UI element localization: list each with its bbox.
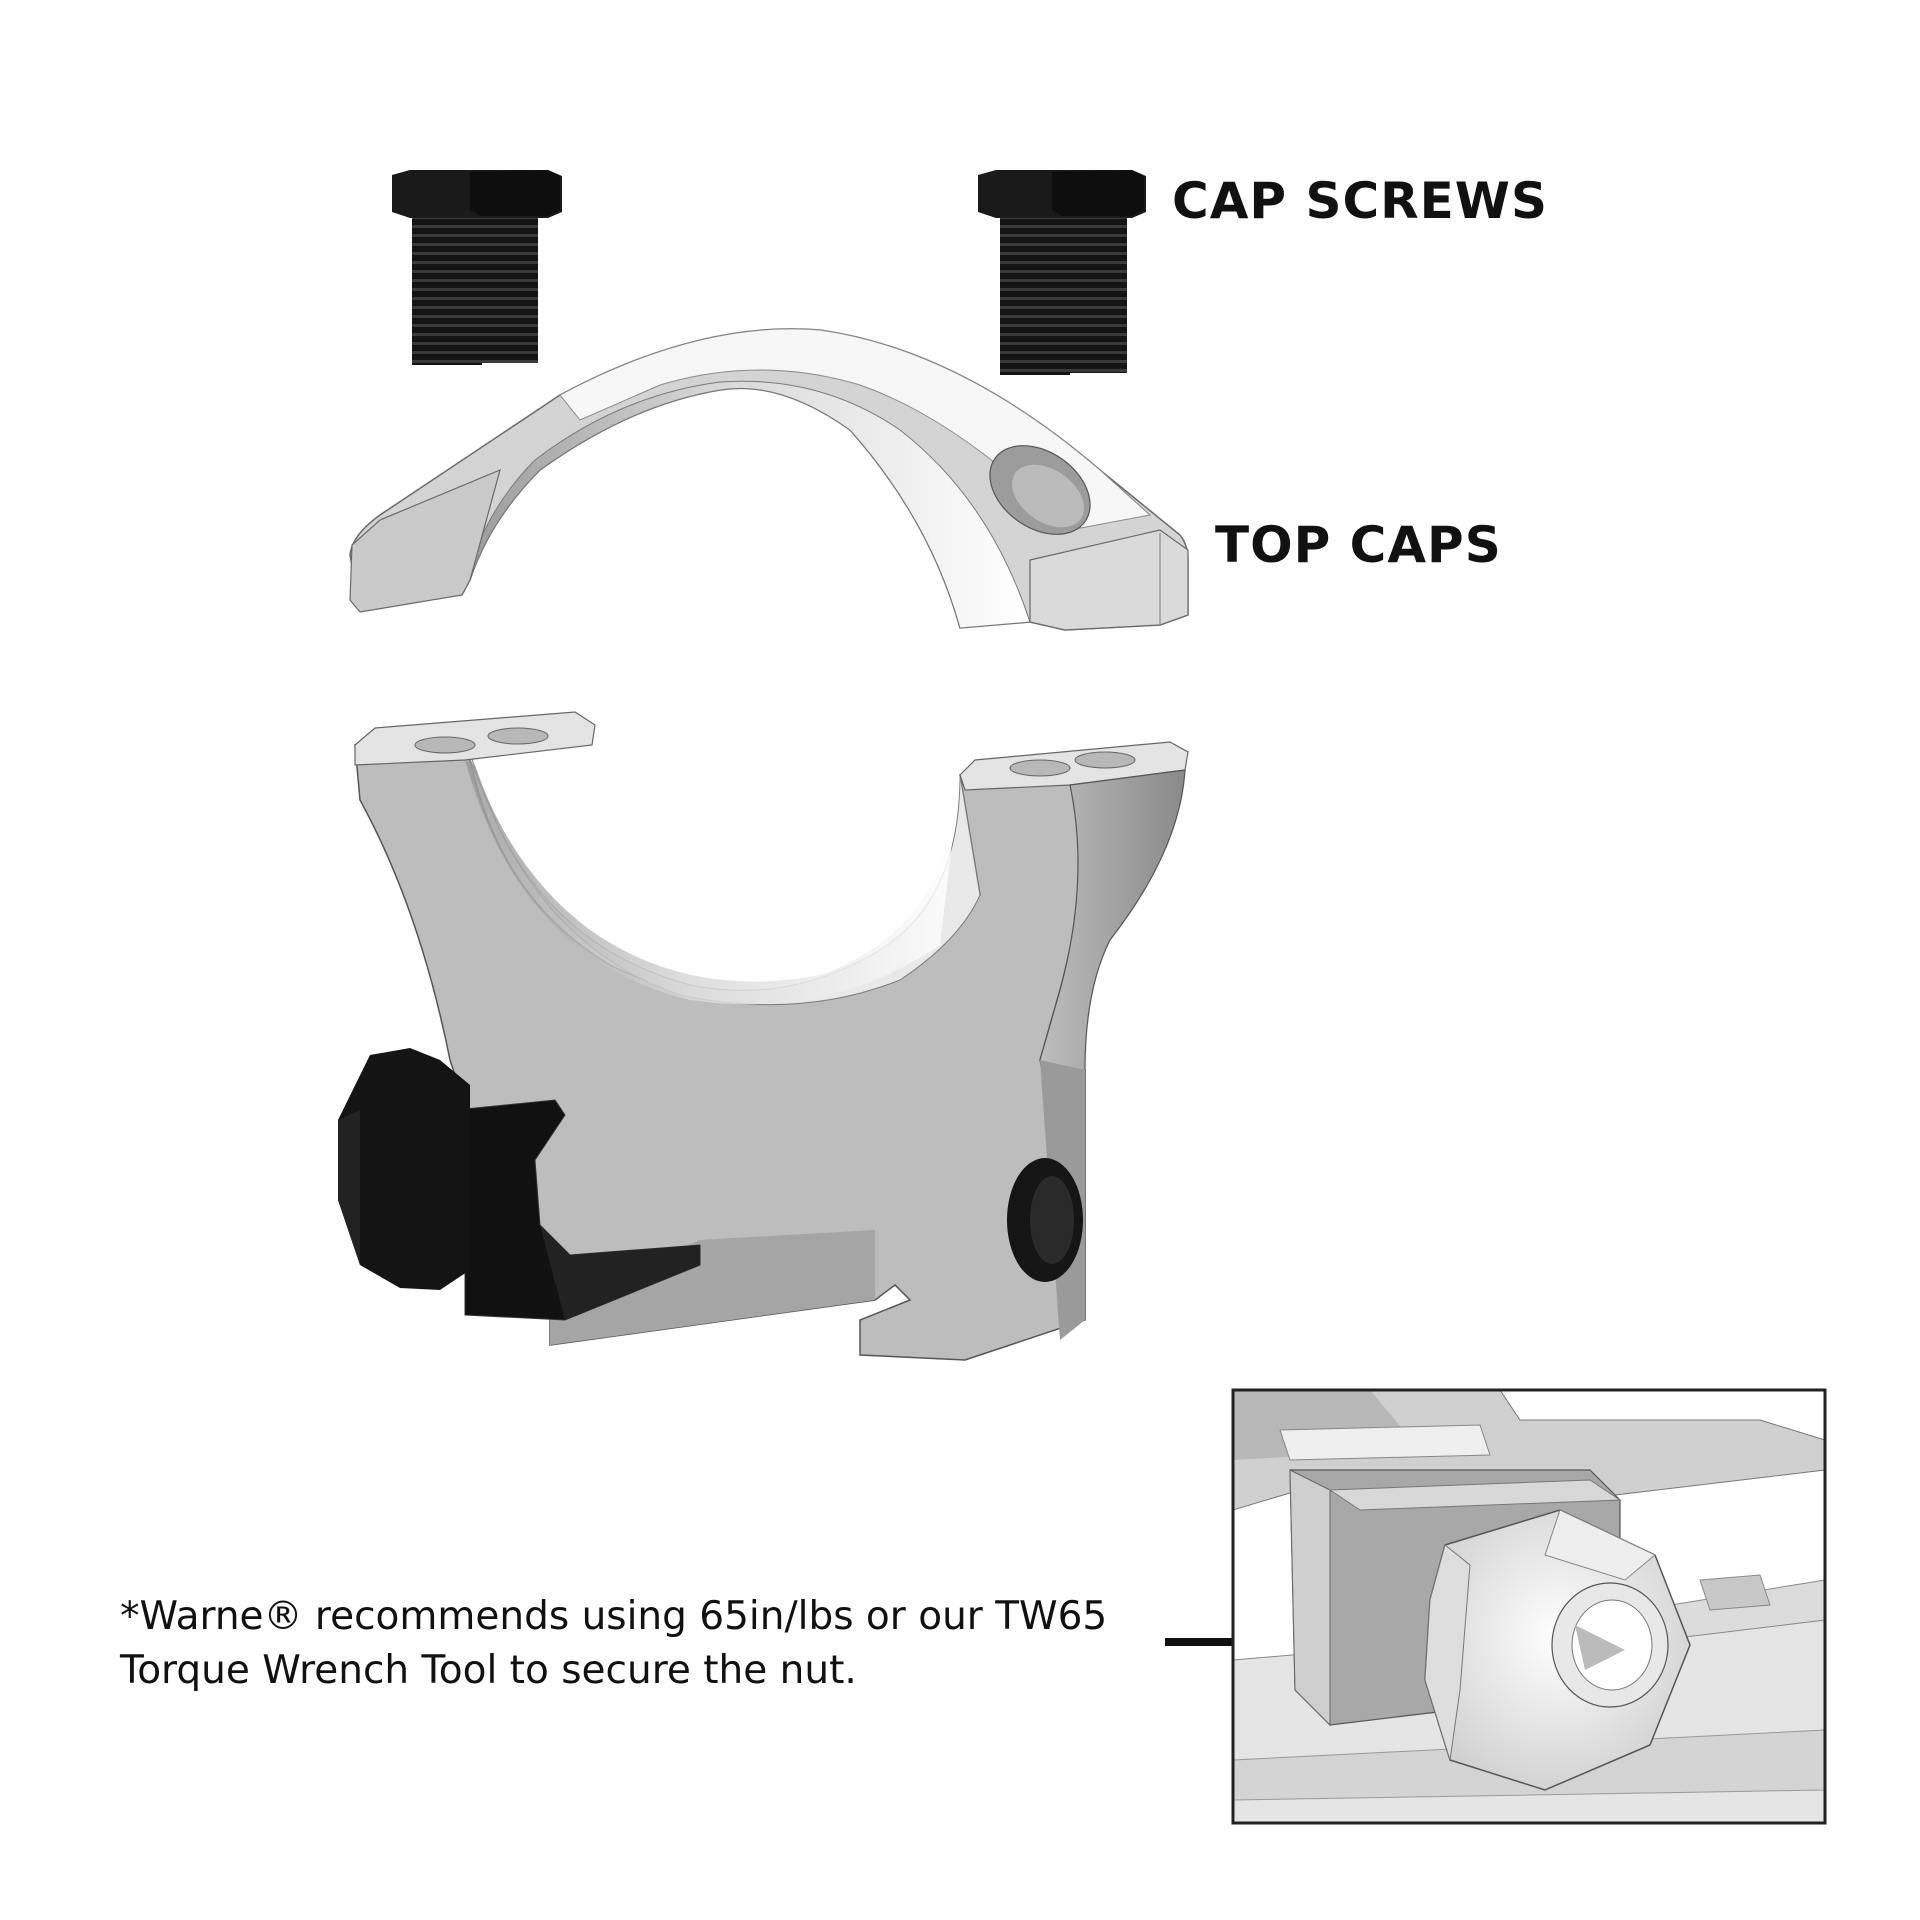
screw-thread [1065, 215, 1127, 373]
top-cap-left-foot [349, 468, 501, 613]
top-cap-face [559, 328, 1152, 531]
nut-detail-inset [1231, 1388, 1827, 1825]
clamp-nut [338, 1048, 470, 1290]
ring-base-right-post [959, 741, 1189, 791]
screw-thread [478, 215, 538, 363]
torque-note: *Warne® recommends using 65in/lbs or our… [120, 1590, 1160, 1698]
top-cap [349, 328, 1189, 631]
inset-border [1231, 1388, 1827, 1825]
top-cap-right-foot [1029, 529, 1189, 631]
screw-thread [412, 215, 482, 365]
clamp-and-nut [338, 1048, 701, 1321]
ring-base-left-post [354, 711, 596, 766]
torque-note-line-2: Torque Wrench Tool to secure the nut. [120, 1648, 857, 1693]
screw-head [470, 170, 560, 216]
cap-screws-right [978, 170, 1146, 375]
cap-screws-left [392, 170, 562, 365]
torque-note-line-1: *Warne® recommends using 65in/lbs or our… [120, 1594, 1108, 1639]
screw-thread [1000, 215, 1070, 375]
top-cap-bore [461, 380, 1031, 629]
cap-screws-label: CAP SCREWS [1172, 172, 1548, 230]
screw-head [1052, 170, 1144, 216]
top-caps-label: TOP CAPS [1215, 516, 1502, 574]
